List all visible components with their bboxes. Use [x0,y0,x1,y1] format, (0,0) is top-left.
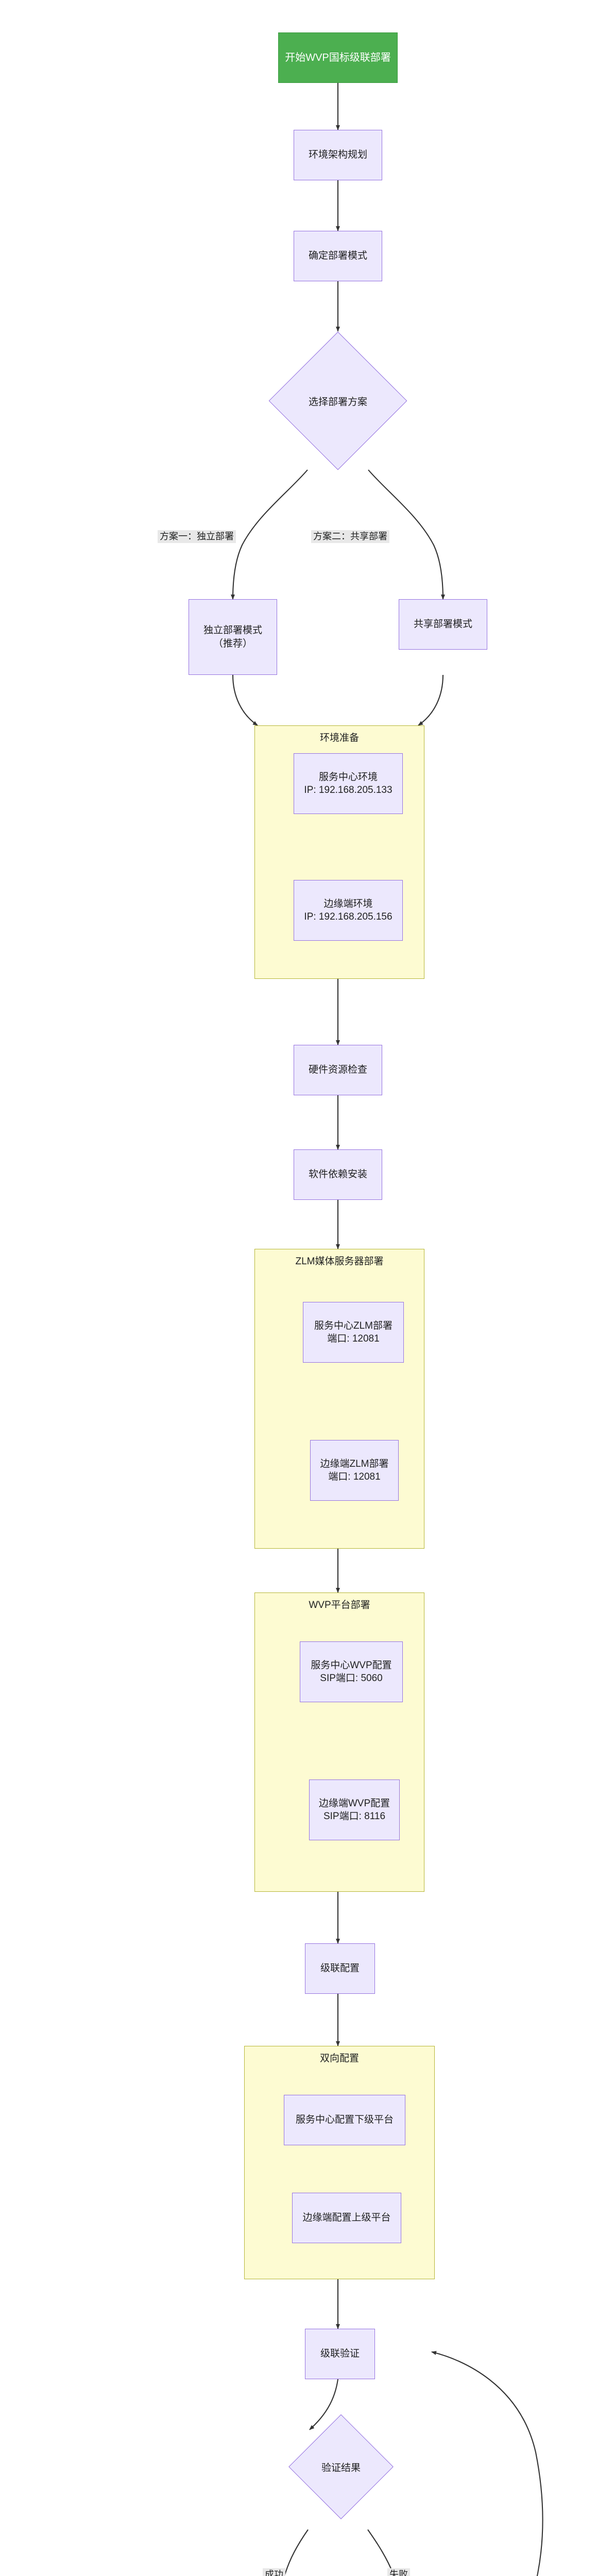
node-center-zlm[interactable]: 服务中心ZLM部署 端口: 12081 [303,1302,404,1363]
node-center-zlm-line2: 端口: 12081 [327,1333,380,1344]
edge-label-plan-b: 方案二：共享部署 [311,530,389,543]
node-hardware-check-label: 硬件资源检查 [308,1064,367,1076]
node-edge-zlm[interactable]: 边缘端ZLM部署 端口: 12081 [310,1440,399,1501]
node-standalone-line1: 独立部署模式 [203,625,262,636]
node-mode[interactable]: 确定部署模式 [294,231,382,281]
node-verify-result-label: 验证结果 [321,2462,361,2473]
cluster-title-bidir-cfg: 双向配置 [319,2053,359,2064]
node-edge-zlm-line1: 边缘端ZLM部署 [320,1458,389,1469]
node-center-downstream[interactable]: 服务中心配置下级平台 [284,2095,405,2145]
node-edge-wvp[interactable]: 边缘端WVP配置 SIP端口: 8116 [309,1780,400,1840]
cluster-title-env-prep: 环境准备 [319,733,359,743]
node-cascade-verify[interactable]: 级联验证 [305,2329,375,2379]
node-edge-env[interactable]: 边缘端环境 IP: 192.168.205.156 [294,880,403,941]
node-edge-upstream[interactable]: 边缘端配置上级平台 [292,2193,401,2243]
node-center-env-line1: 服务中心环境 [318,771,378,783]
node-cascade-verify-label: 级联验证 [320,2348,360,2360]
cluster-title-wvp-deploy: WVP平台部署 [309,1600,370,1611]
node-start[interactable]: 开始WVP国标级联部署 [278,32,398,83]
node-software-install-label: 软件依赖安装 [308,1169,367,1180]
edge-label-verify-fail: 失败 [387,2568,410,2576]
node-edge-wvp-line2: SIP端口: 8116 [323,1811,386,1822]
edge-label-plan-a: 方案一：独立部署 [158,530,236,543]
node-edge-env-line1: 边缘端环境 [323,898,373,909]
cluster-wvp-deploy: WVP平台部署 [254,1592,424,1892]
node-center-wvp-line2: SIP端口: 5060 [320,1673,383,1684]
node-start-label: 开始WVP国标级联部署 [285,52,391,63]
node-center-env[interactable]: 服务中心环境 IP: 192.168.205.133 [294,753,403,814]
node-center-downstream-label: 服务中心配置下级平台 [295,2114,394,2126]
edge-label-verify-success: 成功 [263,2568,285,2576]
node-software-install[interactable]: 软件依赖安装 [294,1149,382,1200]
node-mode-label: 确定部署模式 [308,250,367,262]
cluster-title-zlm-deploy: ZLM媒体服务器部署 [295,1256,384,1267]
node-choose-label: 选择部署方案 [308,396,367,408]
node-cascade-config[interactable]: 级联配置 [305,1943,375,1994]
node-plan[interactable]: 环境架构规划 [294,130,382,180]
node-edge-env-line2: IP: 192.168.205.156 [304,911,393,922]
cluster-bidir-cfg: 双向配置 [244,2046,435,2279]
node-standalone-mode[interactable]: 独立部署模式 （推荐） [189,599,277,675]
node-standalone-line2: （推荐） [213,638,252,649]
node-center-wvp[interactable]: 服务中心WVP配置 SIP端口: 5060 [300,1641,403,1702]
node-edge-upstream-label: 边缘端配置上级平台 [302,2212,391,2224]
node-cascade-config-label: 级联配置 [320,1963,360,1974]
node-choose-deployment-plan[interactable]: 选择部署方案 [268,331,407,470]
node-plan-label: 环境架构规划 [308,149,367,161]
node-shared-mode[interactable]: 共享部署模式 [399,599,487,650]
node-hardware-check[interactable]: 硬件资源检查 [294,1045,382,1095]
node-edge-wvp-line1: 边缘端WVP配置 [318,1798,390,1809]
cluster-zlm-deploy: ZLM媒体服务器部署 [254,1249,424,1549]
node-center-env-line2: IP: 192.168.205.133 [304,785,393,795]
node-center-zlm-line1: 服务中心ZLM部署 [314,1320,393,1331]
node-edge-zlm-line2: 端口: 12081 [328,1471,381,1482]
node-center-wvp-line1: 服务中心WVP配置 [311,1659,392,1671]
node-shared-label: 共享部署模式 [413,619,472,630]
node-verify-result[interactable]: 验证结果 [288,2414,394,2519]
